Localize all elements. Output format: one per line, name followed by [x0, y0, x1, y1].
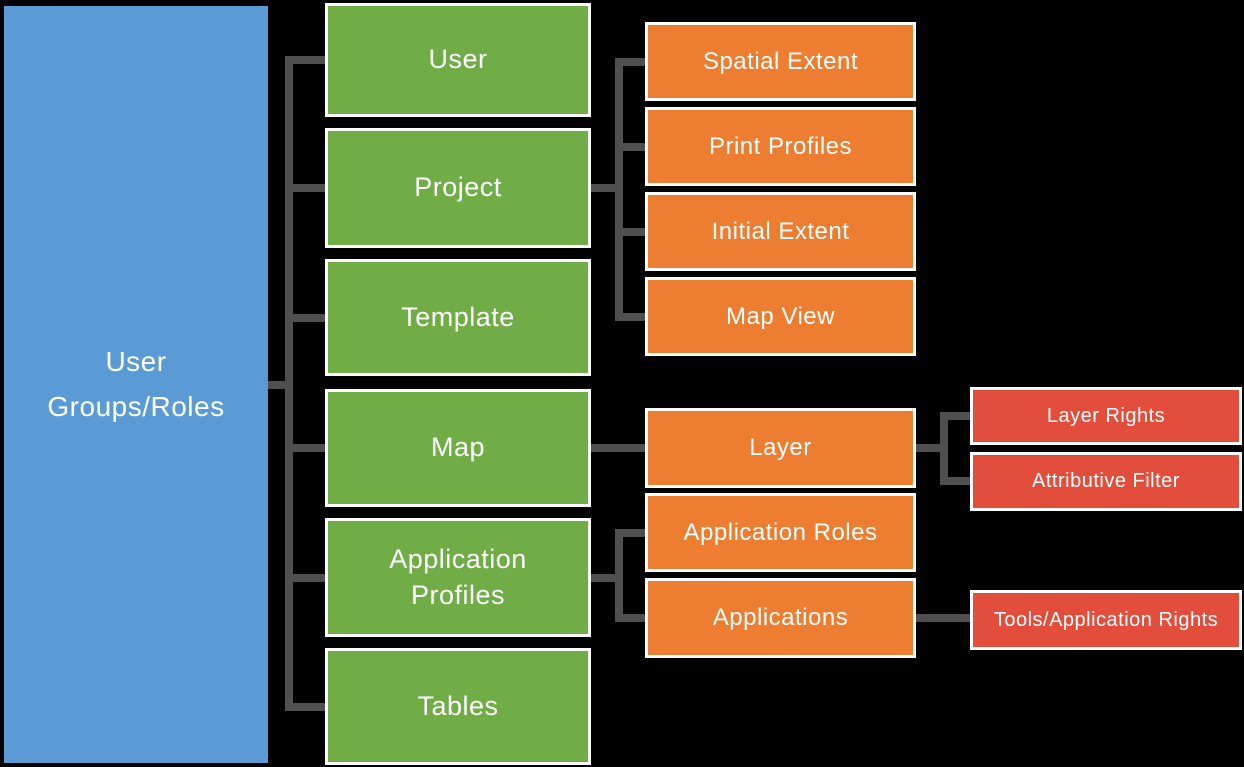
connector-applications-tools-application-rights — [916, 614, 970, 622]
connector-project-trunk — [615, 58, 623, 321]
node-map-view-label: Map View — [726, 302, 835, 330]
node-user: User — [325, 3, 591, 117]
connector-root-template — [285, 314, 325, 322]
node-user-label: User — [428, 44, 488, 75]
connector-map-layer — [591, 444, 645, 452]
connector-root-trunk — [285, 56, 293, 711]
connector-application-profiles-applications — [615, 614, 647, 622]
node-print-profiles: Print Profiles — [645, 107, 916, 186]
node-user-groups-roles-label: User Groups/Roles — [47, 345, 225, 422]
node-attributive-filter-label: Attributive Filter — [1032, 470, 1180, 492]
connector-root-project — [285, 184, 325, 192]
connector-project-print-profiles — [615, 143, 647, 151]
node-print-profiles-label: Print Profiles — [708, 132, 853, 160]
node-initial-extent: Initial Extent — [645, 192, 916, 271]
node-application-roles-label: Application Roles — [683, 518, 878, 546]
node-spatial-extent: Spatial Extent — [645, 22, 916, 101]
node-layer-rights-label: Layer Rights — [1046, 404, 1166, 427]
connector-layer-trunk — [940, 412, 948, 485]
node-map-label: Map — [430, 432, 486, 463]
node-tools-application-rights: Tools/Application Rights — [970, 590, 1242, 650]
node-template-label: Template — [401, 301, 515, 332]
connector-root-trunk-stub — [266, 381, 293, 389]
connector-layer-layer-rights — [940, 412, 970, 420]
node-application-profiles-label: Application Profiles — [389, 544, 527, 610]
connector-project-initial-extent — [615, 228, 647, 236]
node-layer-label: Layer — [749, 434, 812, 461]
connector-project-spatial-extent — [615, 58, 647, 66]
node-project-label: Project — [414, 172, 502, 203]
connector-application-profiles-trunk-stub — [591, 574, 623, 582]
node-project: Project — [325, 128, 591, 248]
node-applications: Applications — [645, 578, 916, 658]
node-tables: Tables — [325, 648, 591, 765]
connector-application-profiles-trunk — [615, 529, 623, 622]
connector-application-profiles-application-roles — [615, 529, 647, 537]
node-spatial-extent-label: Spatial Extent — [702, 47, 859, 75]
node-attributive-filter: Attributive Filter — [970, 452, 1242, 511]
connector-root-map — [285, 444, 325, 452]
node-application-roles: Application Roles — [645, 493, 916, 572]
node-layer-rights: Layer Rights — [970, 387, 1242, 445]
node-map-view: Map View — [645, 277, 916, 356]
connector-root-application-profiles — [285, 574, 325, 582]
connector-layer-trunk-stub — [916, 444, 948, 452]
connector-project-trunk-stub — [591, 184, 623, 192]
node-initial-extent-label: Initial Extent — [711, 217, 850, 245]
node-application-profiles: Application Profiles — [325, 518, 591, 637]
node-applications-label: Applications — [712, 604, 849, 631]
connector-layer-attributive-filter — [940, 477, 970, 485]
connector-project-map-view — [615, 313, 647, 321]
node-layer: Layer — [645, 408, 916, 488]
node-user-groups-roles: User Groups/Roles — [4, 6, 268, 763]
node-map: Map — [325, 389, 591, 507]
node-template: Template — [325, 259, 591, 376]
node-tables-label: Tables — [417, 690, 499, 721]
connector-root-user — [285, 56, 325, 64]
connector-root-tables — [285, 703, 325, 711]
node-tools-application-rights-label: Tools/Application Rights — [993, 608, 1219, 631]
